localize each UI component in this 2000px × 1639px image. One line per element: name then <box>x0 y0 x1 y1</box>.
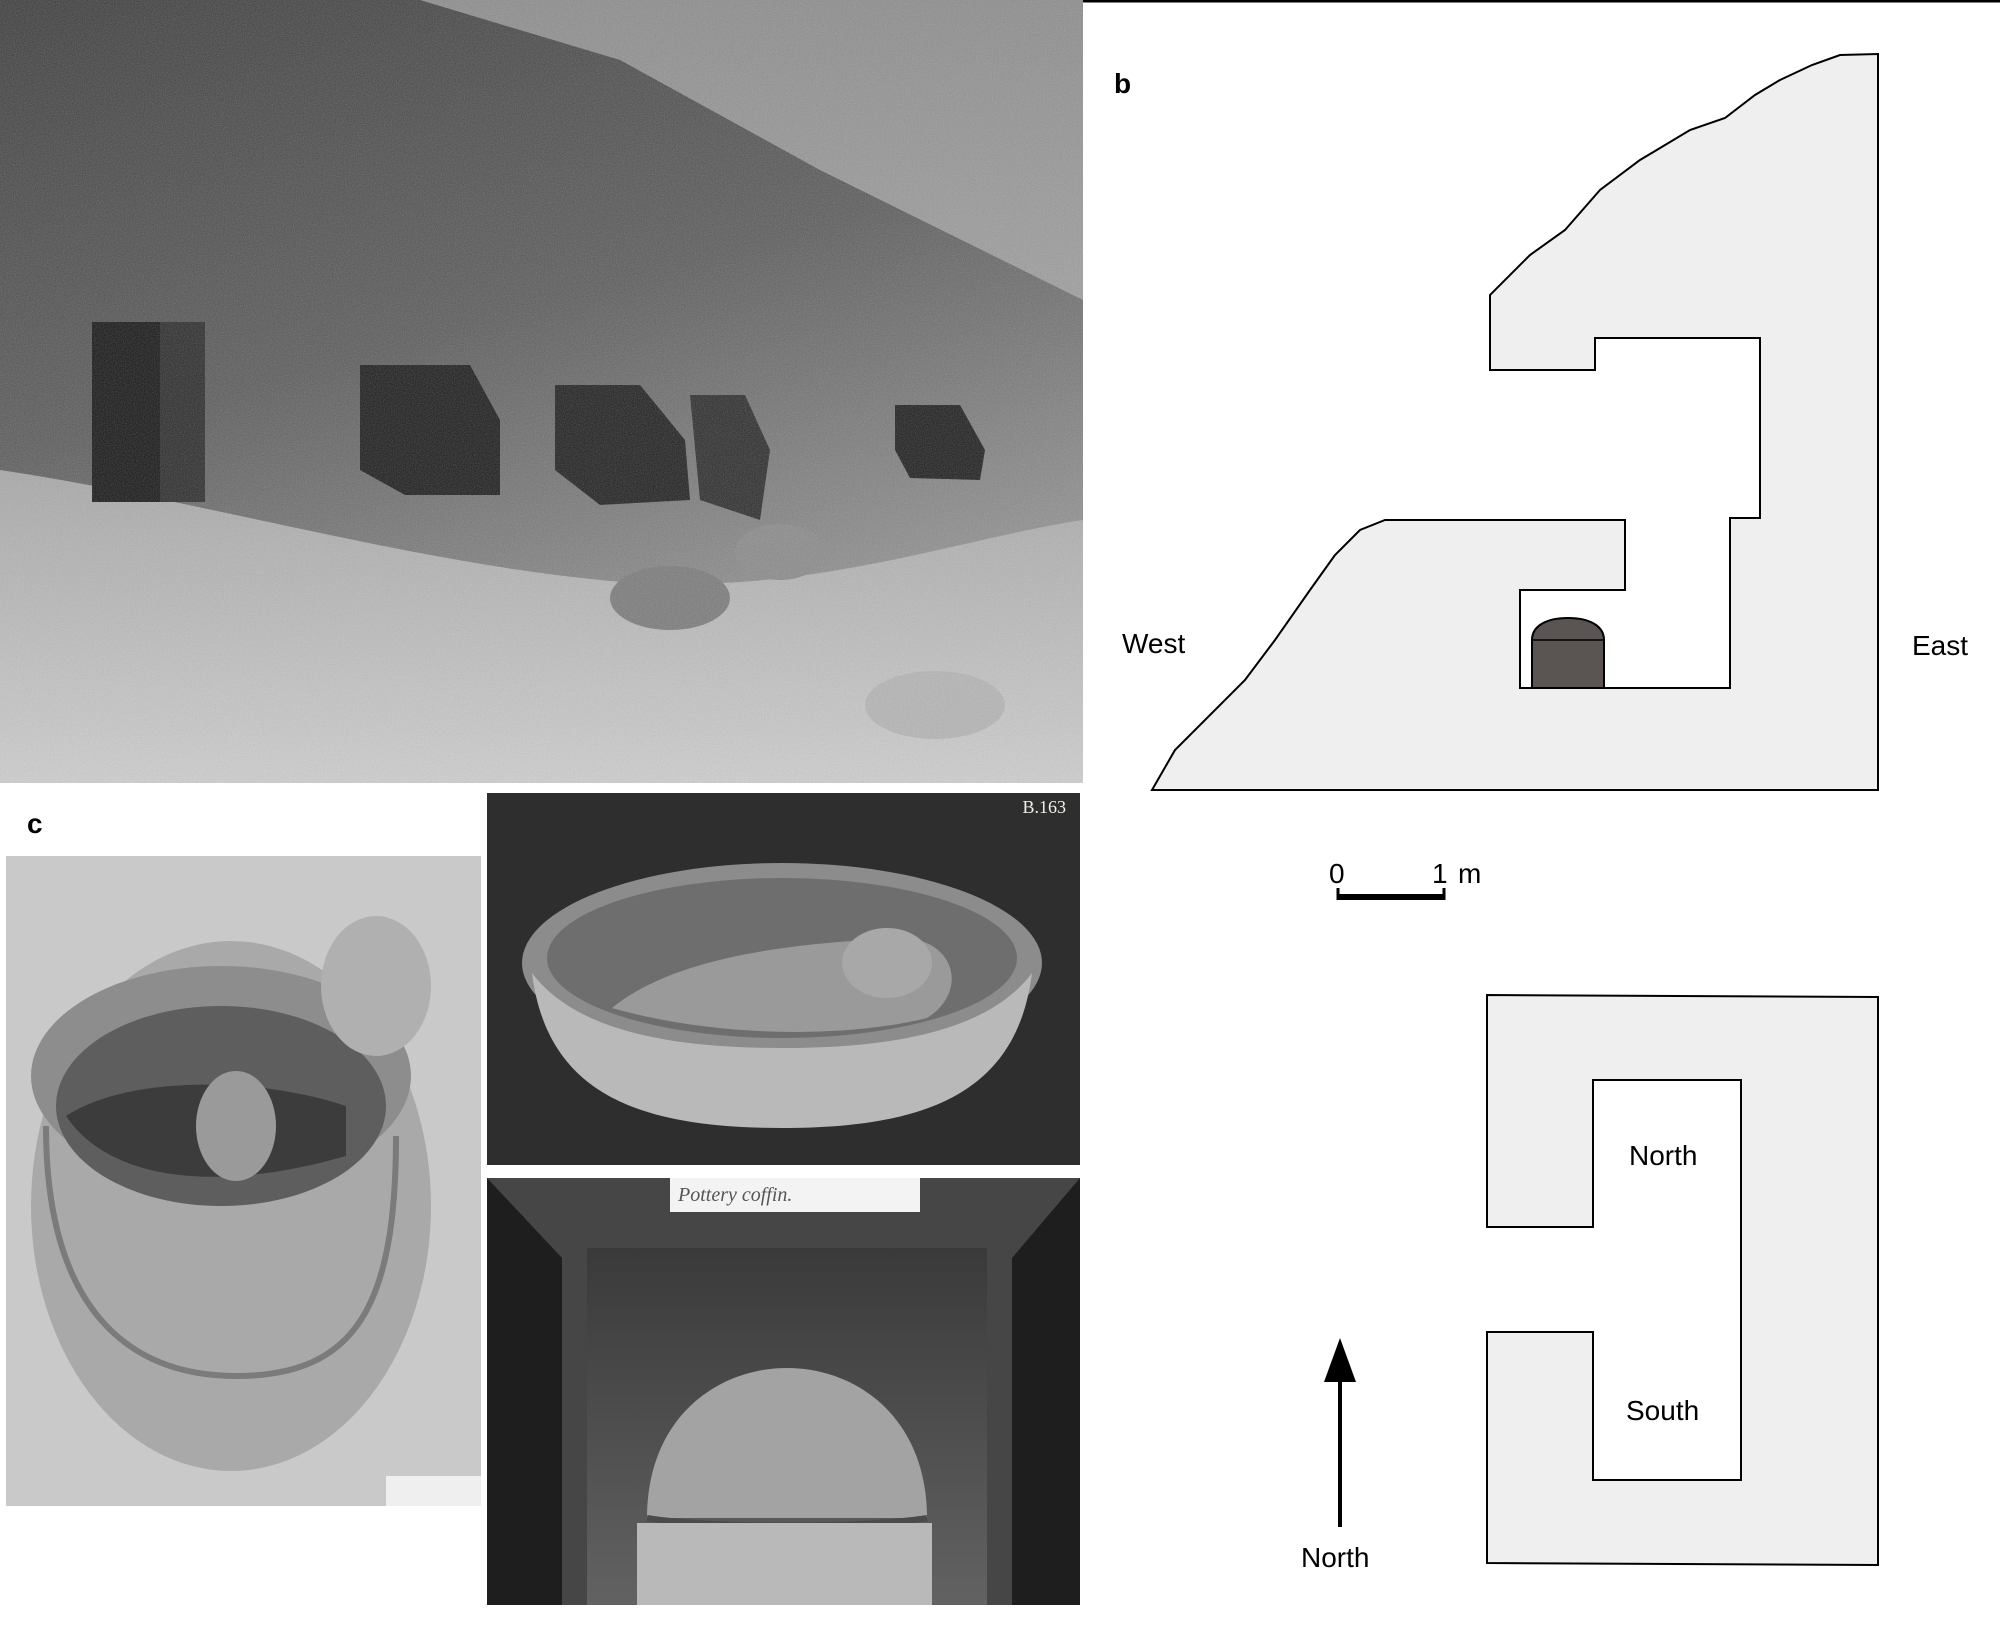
coffin-skeleton-photo <box>6 856 481 1506</box>
coffin-label-text: Pottery coffin. <box>678 1184 793 1206</box>
panel-label-b: b <box>1114 68 1132 99</box>
photo-reference-code: B.163 <box>1022 797 1066 817</box>
panel-label-c: c <box>27 808 43 839</box>
scale-bar: 0 1 m <box>1329 858 1481 900</box>
lower-plan-wall <box>1486 993 1879 1567</box>
coffin-label-strip: Pottery coffin. <box>670 1178 920 1212</box>
north-arrow: North <box>1301 1338 1369 1573</box>
coffin-mummy-photo: B.163 <box>487 793 1080 1165</box>
coffin-in-niche-photo: Pottery coffin. <box>487 1178 1080 1605</box>
north-chamber-label: North <box>1629 1140 1697 1171</box>
scale-bar-one: 1 <box>1432 858 1448 889</box>
upper-plan-wall <box>1150 52 1879 791</box>
north-arrow-label: North <box>1301 1542 1369 1573</box>
scale-bar-unit: m <box>1458 858 1481 889</box>
coffin-shape <box>1531 616 1605 689</box>
scale-bar-zero: 0 <box>1329 858 1345 889</box>
north-arrow-icon <box>1324 1338 1356 1382</box>
south-chamber-label: South <box>1626 1395 1699 1426</box>
west-label: West <box>1122 628 1185 659</box>
east-label: East <box>1912 630 1968 661</box>
hillside-tombs-photo <box>0 0 1083 783</box>
